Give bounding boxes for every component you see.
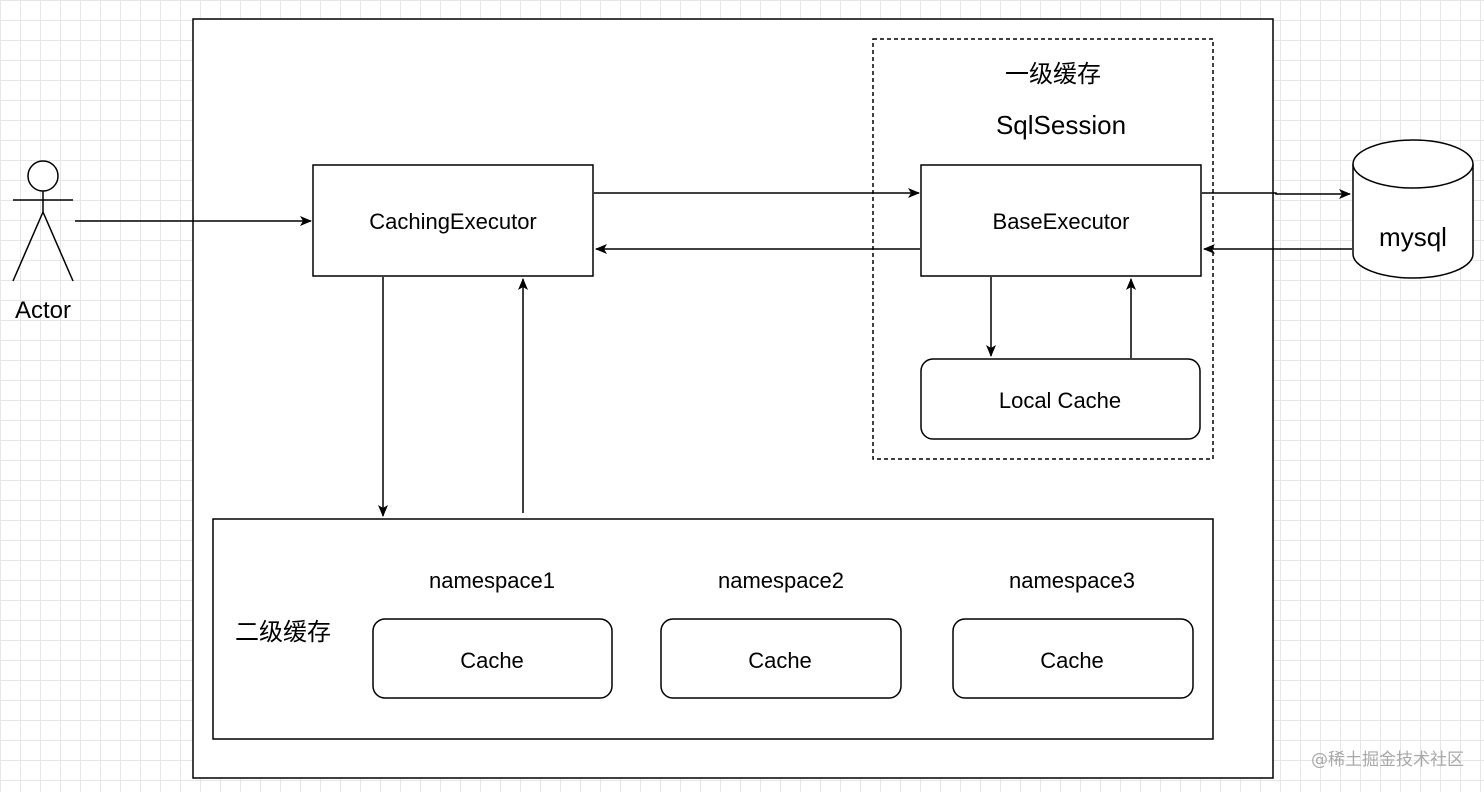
local-cache-label: Local Cache — [999, 388, 1121, 413]
local-cache-node[interactable]: Local Cache — [920, 358, 1201, 440]
namespace1-cache-label: Cache — [460, 648, 524, 673]
mysql-database-node[interactable]: mysql — [1352, 139, 1474, 279]
actor-head — [27, 160, 59, 192]
sqlsession-label: SqlSession — [996, 110, 1126, 140]
namespace3-cache-node[interactable]: Cache — [952, 618, 1194, 699]
actor[interactable]: Actor — [12, 160, 74, 324]
caching-executor-box — [312, 164, 594, 277]
namespace1-cache-node[interactable]: Cache — [372, 618, 613, 699]
caching-executor-node[interactable]: CachingExecutor — [312, 164, 594, 277]
second-level-cache-group: 二级缓存 namespace1 Cache namespace2 Cache n… — [212, 518, 1214, 740]
local-cache-box — [920, 358, 1201, 440]
namespace2-label: namespace2 — [718, 568, 844, 593]
namespace3-cache-label: Cache — [1040, 648, 1104, 673]
namespace1-label: namespace1 — [429, 568, 555, 593]
database-cylinder-top — [1352, 139, 1474, 189]
namespace2-cache-node[interactable]: Cache — [660, 618, 902, 699]
actor-label: Actor — [15, 297, 71, 324]
actor-left-leg — [12, 211, 44, 282]
edge-base-executor-to-mysql[interactable] — [1202, 189, 1351, 199]
namespace3-cache-box — [952, 618, 1194, 699]
second-level-cache-title: 二级缓存 — [235, 618, 331, 646]
namespace1-cache-box — [372, 618, 613, 699]
first-level-cache-title: 一级缓存 — [1005, 60, 1101, 88]
caching-executor-label: CachingExecutor — [369, 209, 537, 234]
edges — [75, 188, 1352, 517]
namespace2-cache-label: Cache — [748, 648, 812, 673]
actor-right-leg — [42, 211, 74, 282]
base-executor-node[interactable]: BaseExecutor — [920, 164, 1202, 277]
database-cylinder-body — [1352, 164, 1474, 279]
watermark-text: @稀土掘金技术社区 — [1311, 750, 1464, 770]
base-executor-label: BaseExecutor — [993, 209, 1130, 234]
namespace2-cache-box — [660, 618, 902, 699]
base-executor-box — [920, 164, 1202, 277]
mysql-label: mysql — [1379, 222, 1447, 252]
namespace3-label: namespace3 — [1009, 568, 1135, 593]
